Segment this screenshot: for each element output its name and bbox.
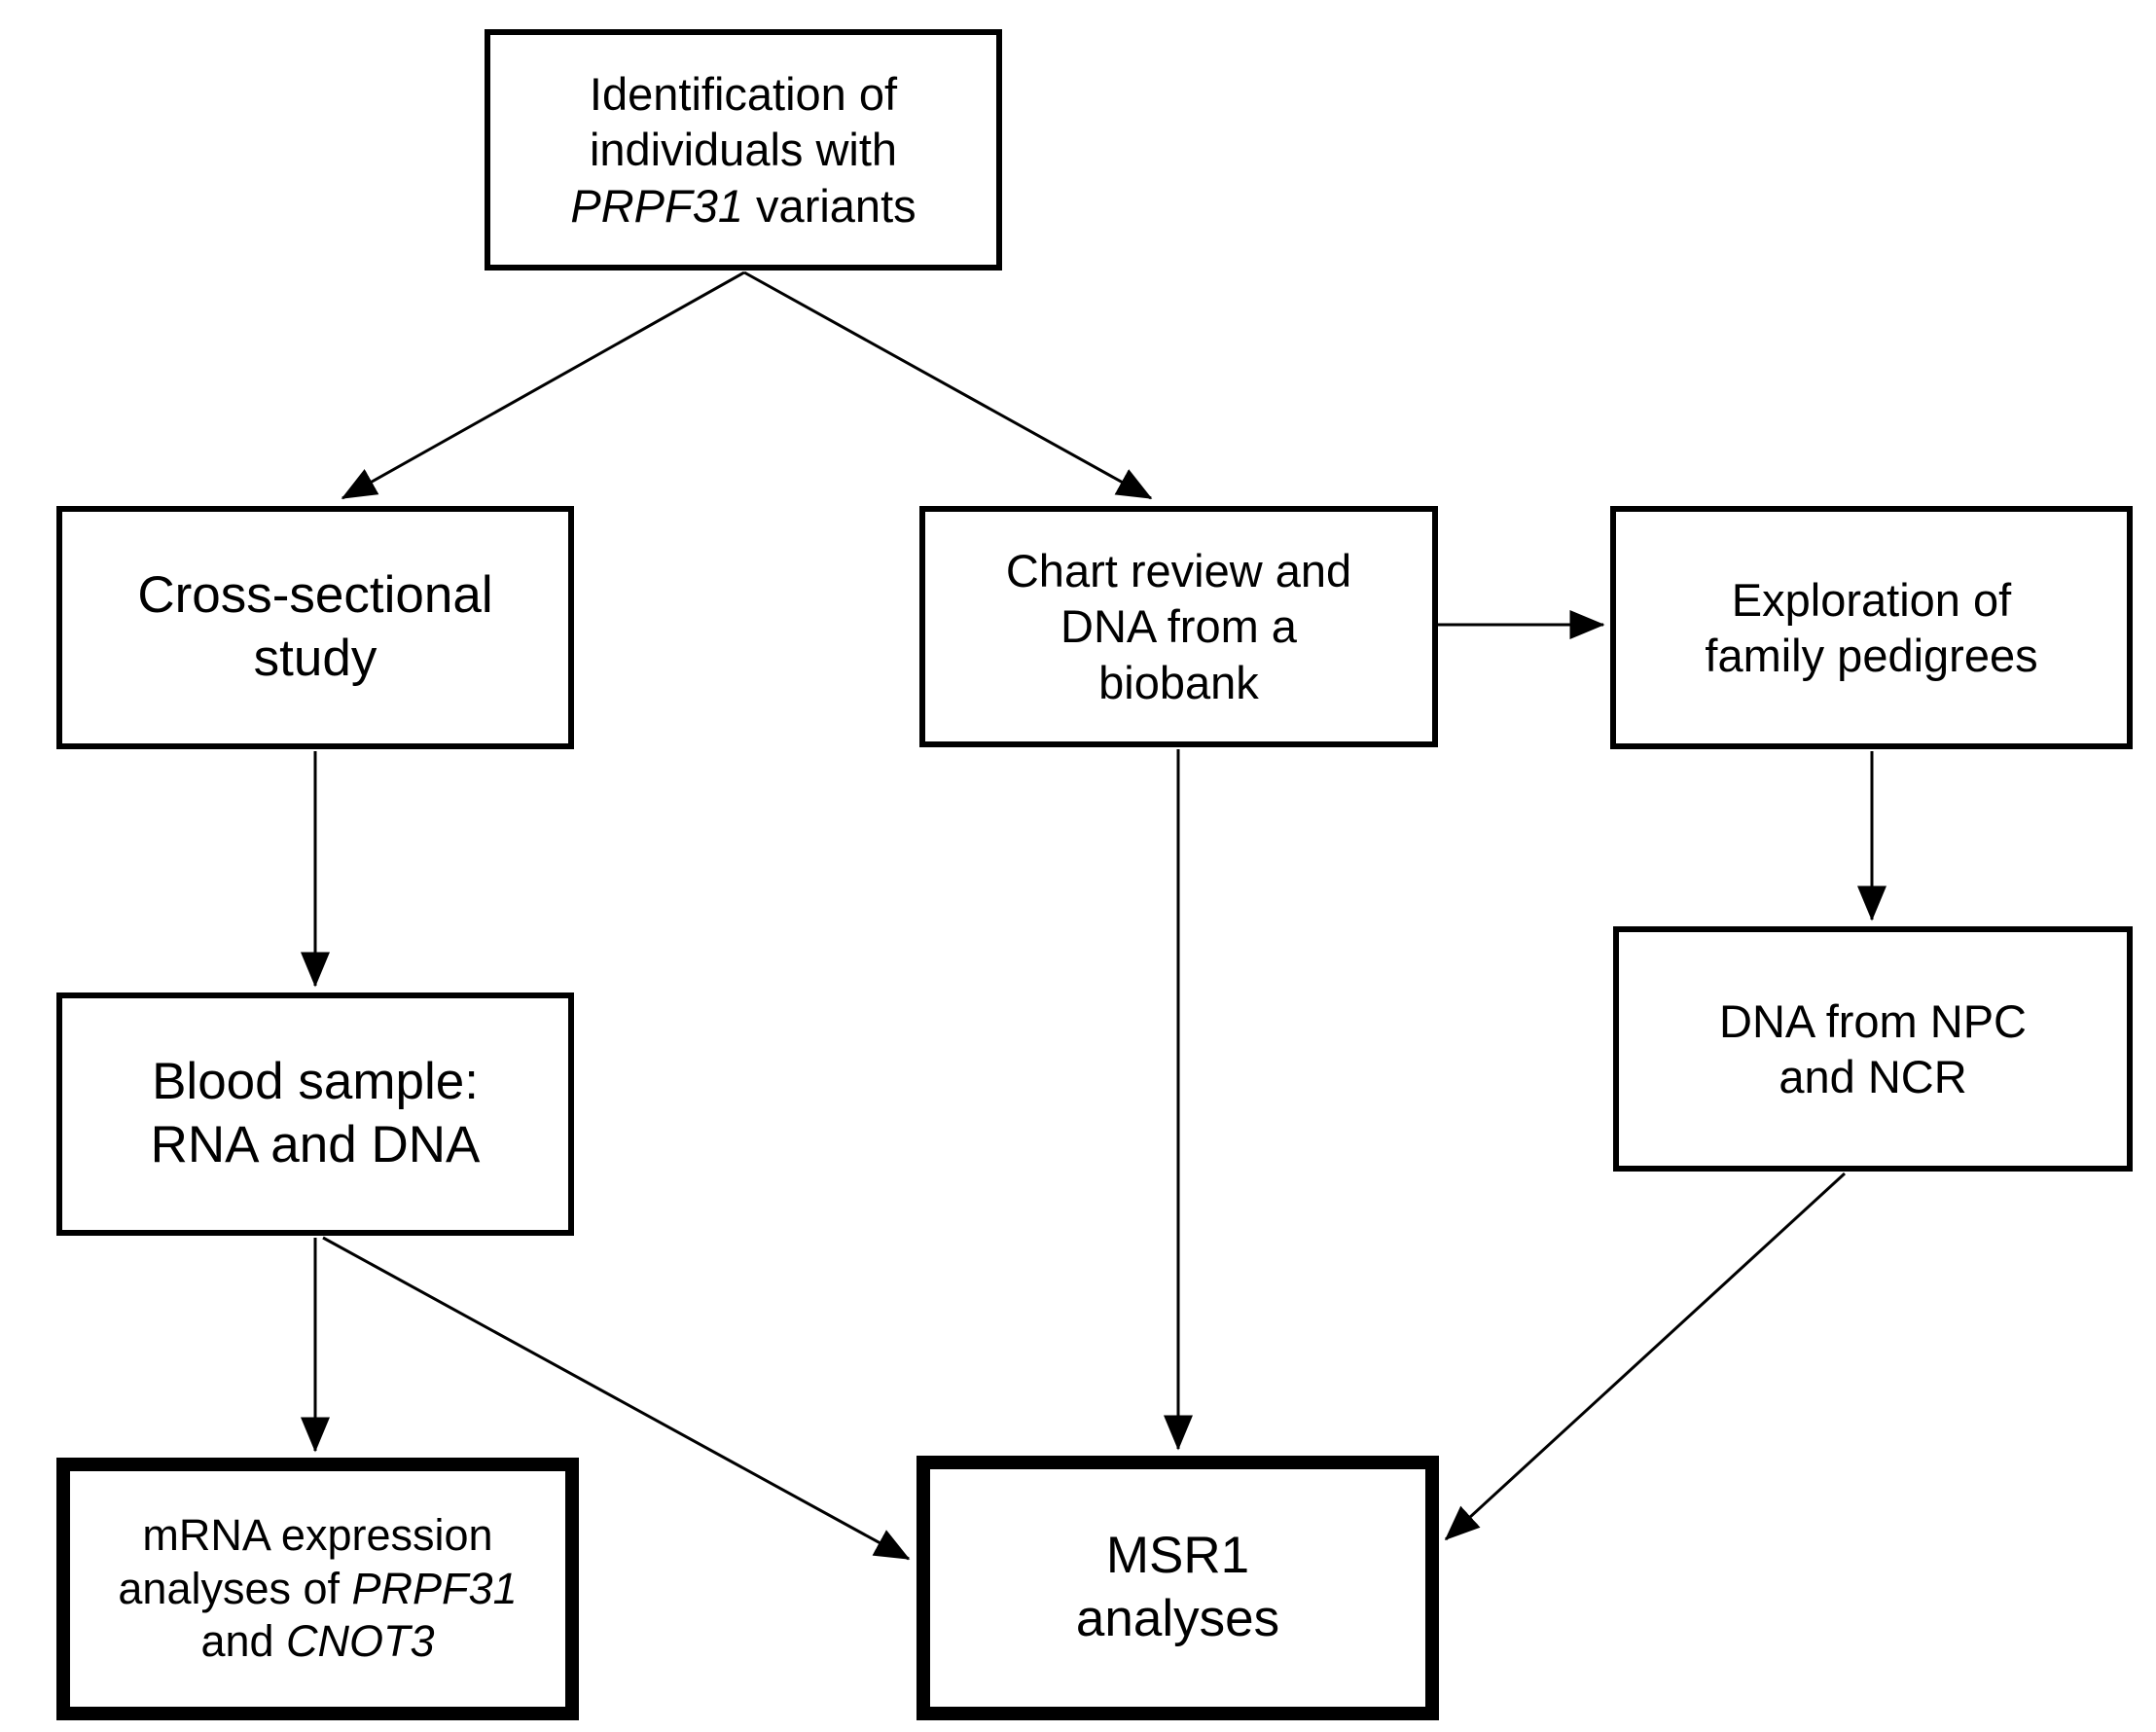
node-line: mRNA expression xyxy=(142,1509,493,1560)
node-chart-review-biobank: Chart review and DNA from a biobank xyxy=(919,506,1438,747)
node-line: individuals with xyxy=(589,124,898,176)
node-cross-sectional-study: Cross-sectional study xyxy=(56,506,574,749)
node-line-text: analyses of xyxy=(118,1563,352,1613)
node-line: PRPF31 variants xyxy=(570,178,916,234)
node-line: DNA from NPC xyxy=(1719,994,2027,1047)
node-msr1-analyses: MSR1 analyses xyxy=(916,1456,1439,1720)
arrow-identification-to-chart-review xyxy=(743,271,1153,500)
gene-cnot3: CNOT3 xyxy=(286,1616,435,1667)
node-line: study xyxy=(253,630,377,687)
gene-prpf31: PRPF31 xyxy=(570,179,743,232)
gene-prpf31: PRPF31 xyxy=(351,1563,518,1613)
node-line: RNA and DNA xyxy=(150,1116,481,1173)
node-line: Chart review and xyxy=(1005,545,1352,596)
node-line: family pedigrees xyxy=(1705,630,2038,681)
node-line-text: variants xyxy=(743,179,916,232)
node-dna-from-npc-ncr: DNA from NPC and NCR xyxy=(1613,926,2133,1172)
node-line: and NCR xyxy=(1779,1051,1967,1102)
node-line: analyses of PRPF31 xyxy=(118,1563,517,1616)
node-exploration-family-pedigrees: Exploration of family pedigrees xyxy=(1610,506,2133,749)
node-line: Cross-sectional xyxy=(137,566,493,625)
node-line: DNA from a xyxy=(1060,600,1297,653)
node-line: analyses xyxy=(1075,1590,1280,1647)
node-line: and CNOT3 xyxy=(200,1615,434,1669)
arrow-identification-to-cross-sectional xyxy=(341,271,745,500)
node-line: Identification of xyxy=(589,68,898,120)
node-line: Exploration of xyxy=(1731,573,2012,626)
arrow-dna-npc-to-msr1 xyxy=(1444,1172,1847,1541)
node-identification-of-individuals: Identification of individuals with PRPF3… xyxy=(485,29,1002,271)
node-line: Blood sample: xyxy=(152,1053,479,1111)
node-mrna-expression-analyses: mRNA expression analyses of PRPF31 and C… xyxy=(56,1458,579,1720)
node-blood-sample-rna-dna: Blood sample: RNA and DNA xyxy=(56,992,574,1236)
node-line-text: and xyxy=(200,1616,287,1667)
node-line: biobank xyxy=(1098,656,1259,708)
node-line: MSR1 xyxy=(1105,1527,1250,1585)
